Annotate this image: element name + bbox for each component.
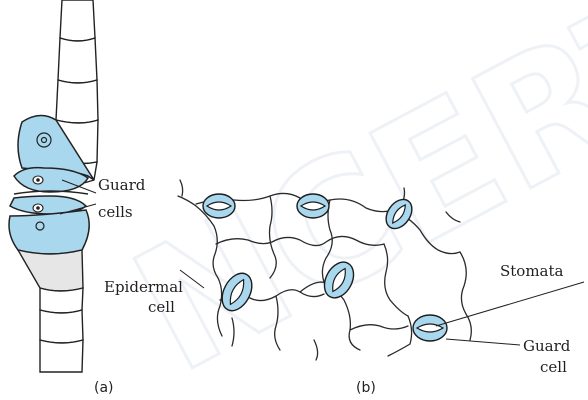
cell-wall [321,199,333,283]
cell-wall [299,281,361,351]
nucleus [36,206,40,210]
filament-cell [57,37,98,84]
cell-wall [274,295,281,351]
guard-cells-label-line2: cells [98,203,133,221]
stoma [221,272,253,312]
leader-line [61,179,97,194]
nucleus [35,221,45,231]
panel-a-filament [8,0,99,373]
cell-wall [383,243,409,317]
cell-wall [177,195,223,337]
stoma [296,193,330,219]
filament-cell [55,79,99,124]
cell-wall [231,317,235,347]
filament-cell [39,339,84,373]
cell-wall [215,235,385,247]
nucleus [40,136,48,144]
guard-cells-label: Guard cells [59,176,146,221]
nucleus [36,178,40,182]
cell-wall [313,339,319,361]
pore [13,190,89,195]
epidermal-cell-label-line1: Epidermal [104,278,183,296]
panel-b-epidermis [177,179,472,361]
leader-line [179,269,205,289]
stomata-label: Stomata [435,262,585,327]
leader-line [445,338,521,346]
guard-cell-label: Guard cell [445,337,571,376]
leader-line [59,203,97,215]
guard-cell-label-line1: Guard [523,337,571,355]
guard-cell [13,166,89,193]
stoma [202,193,236,219]
caption-a: (a) [94,380,114,396]
cell-wall [445,211,461,223]
nucleus [36,132,52,148]
leader-line [435,281,585,327]
filament-cell [59,0,96,42]
guard-cells-label-line1: Guard [98,176,146,194]
filament-cell [16,248,84,292]
stoma [385,198,413,230]
cell-wall [179,179,184,197]
guard-cell-label-line2: cell [540,358,567,376]
epidermal-cell-label: Epidermal cell [104,269,205,316]
guard-cell [9,195,88,215]
cell-wall [268,195,277,279]
cell-wall [387,315,413,357]
filament-cell [39,309,84,344]
cell-wall [349,324,409,331]
epidermal-cell-label-line2: cell [148,298,175,316]
filament-cell-blue [8,209,90,255]
stomata-label-text: Stomata [500,262,564,280]
caption-b: (b) [356,380,376,396]
cell-wall [459,251,472,341]
filament-cell [39,287,84,314]
cell-wall [195,192,395,213]
stoma [323,261,355,299]
stoma-labelled [412,314,448,342]
